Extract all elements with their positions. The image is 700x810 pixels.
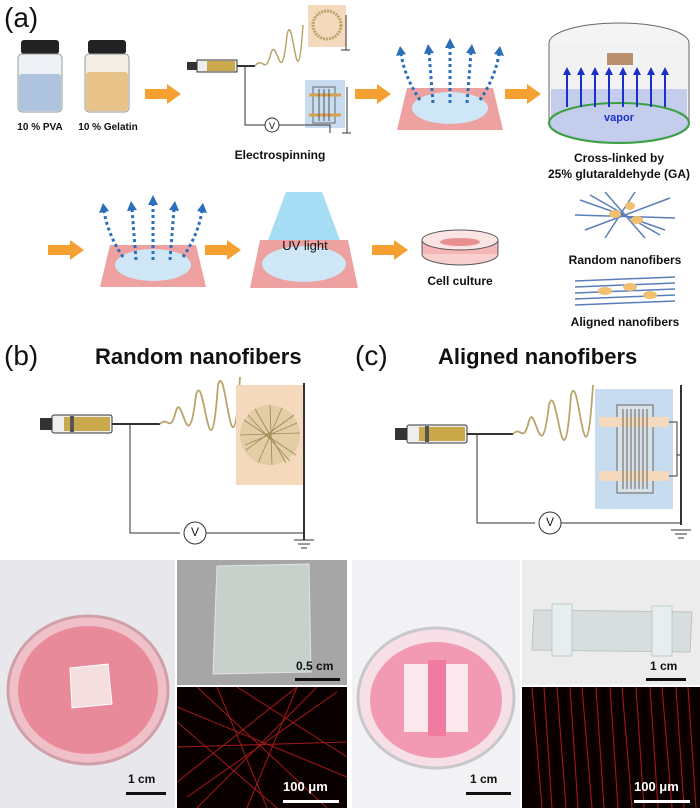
electrospinning-setup-diagram: V bbox=[187, 5, 351, 134]
voltage-symbol: V bbox=[545, 515, 554, 529]
legend-aligned-label: Aligned nanofibers bbox=[570, 315, 680, 329]
gelatin-vial-label: 10 % Gelatin bbox=[78, 122, 138, 133]
aligned-fluorescence-image bbox=[522, 687, 700, 808]
arrow-icon bbox=[372, 240, 408, 260]
panel-b-title: Random nanofibers bbox=[95, 344, 302, 369]
aligned-electrospinning-diagram bbox=[395, 384, 691, 539]
voltage-symbol: V bbox=[190, 525, 199, 539]
scale-bar bbox=[126, 792, 166, 795]
scale-bar bbox=[646, 678, 686, 681]
random-fluorescence-image bbox=[177, 687, 347, 808]
gelatin-vial-icon bbox=[84, 40, 130, 113]
electrospinning-label: Electrospinning bbox=[234, 148, 326, 162]
panel-label-c: (c) bbox=[355, 340, 388, 371]
scale-label: 1 cm bbox=[470, 772, 498, 786]
cell-culture-label: Cell culture bbox=[427, 274, 493, 288]
scale-label: 100 μm bbox=[283, 779, 328, 794]
aligned-film-photo bbox=[522, 560, 700, 685]
vapor-label: vapor bbox=[604, 112, 634, 124]
uv-light-label: UV light bbox=[282, 238, 328, 253]
arrow-icon bbox=[145, 84, 181, 104]
scale-bar bbox=[466, 792, 511, 795]
crosslinking-chamber-diagram bbox=[548, 22, 690, 144]
random-nanofibers-icon bbox=[574, 191, 676, 239]
crosslink-label-line2: 25% glutaraldehyde (GA) bbox=[547, 167, 691, 181]
random-electrospinning-diagram bbox=[40, 376, 314, 549]
panel-c-title: Aligned nanofibers bbox=[438, 344, 638, 369]
scale-bar bbox=[295, 678, 340, 681]
scale-label: 1 cm bbox=[650, 659, 678, 673]
legend-random-label: Random nanofibers bbox=[568, 253, 682, 267]
random-film-photo bbox=[177, 560, 347, 685]
aligned-nanofibers-icon bbox=[574, 276, 676, 306]
evaporating-film-diagram bbox=[396, 38, 504, 130]
evaporating-film-diagram bbox=[99, 195, 207, 287]
panel-label-a: (a) bbox=[4, 2, 39, 33]
panel-label-b: (b) bbox=[4, 340, 39, 371]
arrow-icon bbox=[505, 84, 541, 104]
scale-bar bbox=[283, 800, 339, 803]
aligned-dish-photo bbox=[352, 560, 520, 808]
uv-light-diagram bbox=[250, 192, 358, 288]
svg-text:V: V bbox=[269, 121, 275, 131]
scale-label: 100 μm bbox=[634, 779, 679, 794]
crosslink-label-line1: Cross-linked by bbox=[573, 151, 665, 165]
random-dish-photo bbox=[0, 560, 175, 808]
scale-label: 0.5 cm bbox=[296, 659, 334, 673]
scale-label: 1 cm bbox=[128, 772, 156, 786]
cell-culture-dish-icon bbox=[421, 229, 499, 266]
arrow-icon bbox=[48, 240, 84, 260]
pva-vial-icon bbox=[17, 40, 63, 113]
scale-bar bbox=[634, 800, 690, 803]
arrow-icon bbox=[205, 240, 241, 260]
pva-vial-label: 10 % PVA bbox=[17, 122, 63, 133]
arrow-icon bbox=[355, 84, 391, 104]
